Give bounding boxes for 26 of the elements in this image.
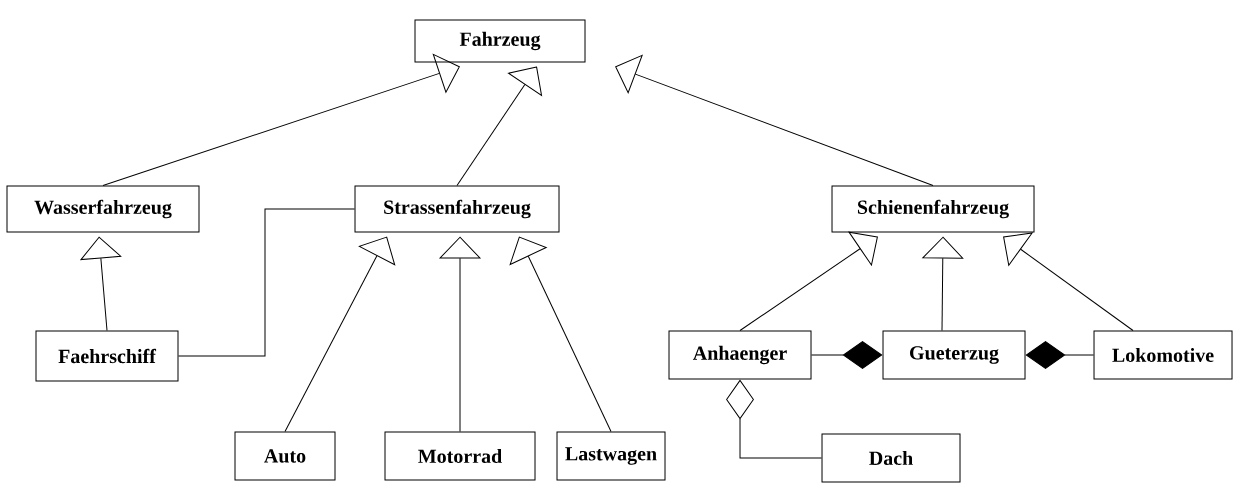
inheritance-arrow <box>1003 232 1134 331</box>
class-box: Dach <box>821 433 961 483</box>
inheritance-arrow <box>615 54 934 186</box>
class-box: Gueterzug <box>882 330 1026 380</box>
class-box: Faehrschiff <box>35 330 179 382</box>
class-box: Lastwagen <box>556 431 666 481</box>
class-box: Auto <box>234 431 336 481</box>
class-box: Strassenfahrzeug <box>354 185 560 233</box>
composition-line <box>1025 341 1094 369</box>
inheritance-arrow <box>80 236 122 331</box>
inheritance-arrow <box>509 236 612 432</box>
class-box: Lokomotive <box>1093 330 1233 380</box>
composition-line <box>811 341 883 369</box>
class-box: Motorrad <box>384 431 536 481</box>
class-box: Schienenfahrzeug <box>831 185 1035 233</box>
inheritance-arrow <box>456 66 543 186</box>
class-box: Fahrzeug <box>414 19 586 63</box>
inheritance-arrow <box>922 236 964 331</box>
inheritance-arrow <box>739 231 878 331</box>
inheritance-arrow <box>284 236 396 432</box>
class-box: Anhaenger <box>668 330 812 380</box>
association-line <box>178 208 355 357</box>
class-box: Wasserfahrzeug <box>6 185 200 233</box>
inheritance-arrow <box>439 236 481 432</box>
inheritance-arrow <box>102 53 460 186</box>
aggregation-line <box>726 379 822 459</box>
